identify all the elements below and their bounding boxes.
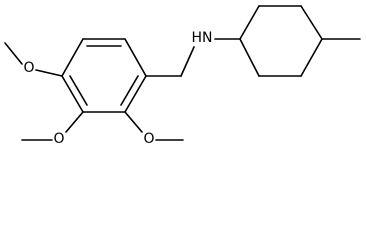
ring-bond [124, 38, 147, 77]
methoxy-bond [65, 111, 84, 133]
ring-double-bond [120, 75, 139, 106]
oxygen-label-right: O [143, 131, 154, 147]
ring-bond [124, 75, 147, 113]
ring-double-bond [69, 75, 88, 106]
ring-bond [61, 38, 84, 77]
benzene-ring [61, 38, 147, 113]
methoxy-bond [124, 111, 143, 133]
methoxy-bond [35, 69, 63, 77]
oxygen-label-top: O [23, 60, 34, 76]
methoxy-right [124, 111, 184, 141]
ring-bond [239, 38, 260, 77]
ring-bond [61, 75, 84, 113]
oxygen-label-middle: O [53, 131, 64, 147]
structure-canvas: HN O O O [4, 5, 361, 147]
amine-label: HN [192, 30, 213, 46]
methoxy-top [4, 42, 63, 77]
ring-bond [239, 5, 260, 40]
ring-bond [300, 5, 323, 40]
ch2-to-nh-bond [180, 46, 195, 77]
benzyl-linker [145, 38, 241, 77]
methoxy-methyl-bond [4, 42, 23, 65]
cyclohexane-ring [239, 5, 361, 77]
ring-bond [300, 38, 323, 77]
molecule-drawing: HN O O O [4, 5, 361, 147]
methoxy-middle [21, 111, 84, 141]
